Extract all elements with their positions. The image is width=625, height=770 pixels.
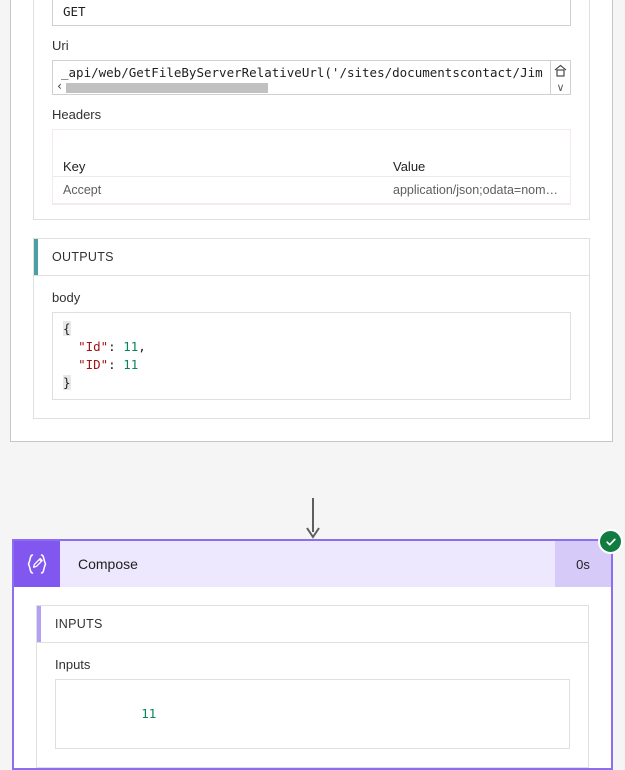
json-token-punct: : bbox=[108, 339, 124, 354]
table-row: Accept application/json;odata=nometad... bbox=[53, 177, 570, 204]
outputs-body: body { "Id": 11, "ID": 11} bbox=[34, 276, 589, 418]
outputs-header[interactable]: OUTPUTS bbox=[34, 239, 589, 276]
inputs-section: INPUTS Inputs 11 bbox=[36, 605, 589, 768]
outputs-title: OUTPUTS bbox=[52, 250, 114, 264]
inputs-value: 11 bbox=[141, 706, 157, 721]
outputs-accent-bar bbox=[34, 239, 38, 275]
compose-card-header[interactable]: Compose 0s bbox=[14, 529, 623, 587]
inputs-header[interactable]: INPUTS bbox=[37, 606, 588, 643]
flow-connector-arrow-icon bbox=[305, 498, 321, 540]
json-token-punct: , bbox=[138, 339, 146, 354]
inputs-title: INPUTS bbox=[55, 617, 103, 631]
outputs-json-viewer[interactable]: { "Id": 11, "ID": 11} bbox=[52, 312, 571, 400]
json-token-num: 11 bbox=[123, 357, 139, 372]
headers-label: Headers bbox=[52, 107, 102, 122]
outputs-section: OUTPUTS body { "Id": 11, "ID": 11} bbox=[34, 239, 589, 418]
column-header-value: Value bbox=[393, 159, 426, 174]
http-action-details: Method GET Uri _api/web/GetFileByServerR… bbox=[33, 0, 590, 220]
outputs-panel: OUTPUTS body { "Id": 11, "ID": 11} bbox=[33, 238, 590, 419]
inputs-value-box[interactable]: 11 bbox=[55, 679, 570, 749]
json-token-key: "Id" bbox=[78, 339, 109, 354]
headers-table: Key Value Accept application/json;odata=… bbox=[52, 129, 571, 205]
json-line: } bbox=[63, 374, 560, 392]
compose-card-body: INPUTS Inputs 11 bbox=[14, 587, 611, 768]
headers-table-spacer bbox=[53, 130, 570, 152]
json-line: { bbox=[63, 320, 560, 338]
scroll-thumb[interactable] bbox=[66, 83, 268, 93]
uri-horizontal-scrollbar[interactable]: ‹ › bbox=[53, 79, 558, 94]
inputs-body-label: Inputs bbox=[55, 657, 91, 672]
uri-side-controls[interactable]: ∨ bbox=[550, 61, 570, 94]
json-line: "ID": 11 bbox=[63, 356, 560, 374]
json-line: "Id": 11, bbox=[63, 338, 560, 356]
json-token-num: 11 bbox=[123, 339, 139, 354]
json-token-punct: : bbox=[108, 357, 124, 372]
uri-label: Uri bbox=[52, 38, 69, 53]
http-action-panel: Method GET Uri _api/web/GetFileByServerR… bbox=[10, 0, 613, 442]
json-token-brace: { bbox=[63, 321, 71, 336]
http-fields: Method GET Uri _api/web/GetFileByServerR… bbox=[34, 0, 589, 219]
compose-title: Compose bbox=[78, 556, 138, 572]
header-value-cell: application/json;odata=nometad... bbox=[393, 183, 560, 197]
compose-braces-pencil-icon bbox=[14, 541, 60, 587]
json-token-brace: } bbox=[63, 375, 71, 390]
inputs-body: Inputs 11 bbox=[37, 643, 588, 767]
uri-expand-icon[interactable] bbox=[554, 61, 567, 80]
column-header-key: Key bbox=[63, 159, 86, 174]
scroll-track[interactable] bbox=[66, 82, 545, 93]
inputs-accent-bar bbox=[37, 606, 41, 642]
uri-field[interactable]: _api/web/GetFileByServerRelativeUrl('/si… bbox=[52, 60, 571, 95]
headers-table-header-row: Key Value bbox=[53, 152, 570, 177]
uri-value: _api/web/GetFileByServerRelativeUrl('/si… bbox=[61, 65, 543, 80]
method-field[interactable]: GET bbox=[52, 0, 571, 26]
compose-action-card[interactable]: Compose 0s INPUTS Inputs 11 bbox=[12, 529, 623, 770]
json-token-key: "ID" bbox=[78, 357, 109, 372]
uri-chevron-down-icon[interactable]: ∨ bbox=[556, 81, 565, 94]
outputs-body-label: body bbox=[52, 290, 81, 305]
header-key-cell: Accept bbox=[63, 183, 102, 197]
status-badge bbox=[598, 529, 623, 554]
scroll-left-arrow-icon[interactable]: ‹ bbox=[57, 79, 62, 93]
